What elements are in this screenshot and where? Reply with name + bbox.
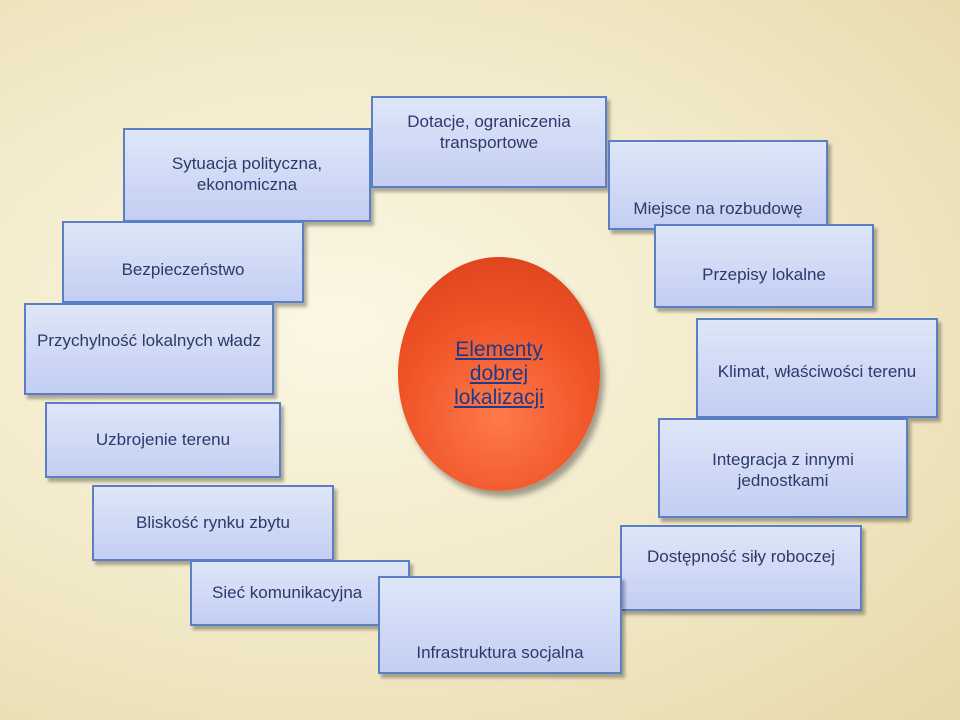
factor-expansion-space: Miejsce na rozbudowę [608,140,828,230]
factor-label: Przychylność lokalnych władz [37,331,261,350]
factor-local-authorities: Przychylność lokalnych władz [24,303,274,395]
factor-label: Sieć komunikacyjna [212,582,363,602]
factor-label: Dotacje, ograniczenia transportowe [407,112,571,152]
center-label: Elementy dobrej lokalizacji [454,337,544,410]
factor-label: Dostępność siły roboczej [646,547,836,566]
factor-label: Przepisy lokalne [702,265,826,285]
factor-label: Uzbrojenie terenu [95,429,231,449]
factor-labor-availability: Dostępność siły roboczej [620,525,862,611]
factor-political-economic: Sytuacja polityczna, ekonomiczna [123,128,371,222]
factor-label: Sytuacja polityczna, ekonomiczna [171,154,323,194]
factor-transport-network: Sieć komunikacyjna [190,560,410,626]
factor-integration: Integracja z innymi jednostkami [658,418,908,518]
factor-market-proximity: Bliskość rynku zbytu [92,485,334,561]
factor-label: Bezpieczeństwo [121,260,245,280]
factor-label: Miejsce na rozbudowę [633,199,803,219]
factor-safety: Bezpieczeństwo [62,221,304,303]
factor-subsidies-transport: Dotacje, ograniczenia transportowe [371,96,607,188]
factor-label: Klimat, właściwości terenu [717,362,917,381]
factor-local-regulations: Przepisy lokalne [654,224,874,308]
factor-label: Bliskość rynku zbytu [136,512,290,532]
factor-label: Infrastruktura socjalna [416,643,584,663]
factor-land-utilities: Uzbrojenie terenu [45,402,281,478]
center-circle: Elementy dobrej lokalizacji [398,257,600,491]
factor-label: Integracja z innymi jednostkami [712,450,854,490]
factor-social-infrastructure: Infrastruktura socjalna [378,576,622,674]
factor-climate-terrain: Klimat, właściwości terenu [696,318,938,418]
